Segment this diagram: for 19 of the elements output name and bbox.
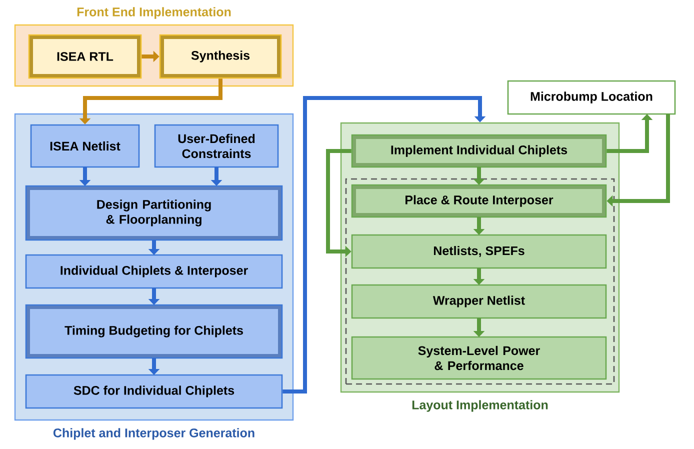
group-title: Layout Implementation	[412, 400, 548, 412]
process-box: Implement Individual Chiplets	[351, 134, 607, 168]
arrow	[282, 96, 486, 394]
process-box: System-Level Power & Performance	[351, 336, 607, 380]
process-box: Place & Route Interposer	[351, 184, 607, 218]
process-box: Wrapper Netlist	[351, 284, 607, 319]
process-box: ISEA RTL	[28, 34, 142, 79]
dashed-boundary	[345, 178, 615, 385]
process-box: Individual Chiplets & Interposer	[25, 254, 283, 289]
process-box: Timing Budgeting for Chiplets	[25, 304, 283, 359]
group-title: Front End Implementation	[77, 7, 231, 19]
process-box: SDC for Individual Chiplets	[25, 374, 283, 409]
input-box: Microbump Location	[507, 80, 676, 115]
group-title: Chiplet and Interposer Generation	[53, 428, 254, 440]
process-box: Design Partitioning & Floorplanning	[25, 185, 283, 241]
process-box: Synthesis	[159, 34, 282, 79]
process-box: ISEA Netlist	[30, 124, 140, 168]
process-box: User-Defined Constraints	[154, 124, 279, 168]
process-box: Netlists, SPEFs	[351, 234, 607, 269]
